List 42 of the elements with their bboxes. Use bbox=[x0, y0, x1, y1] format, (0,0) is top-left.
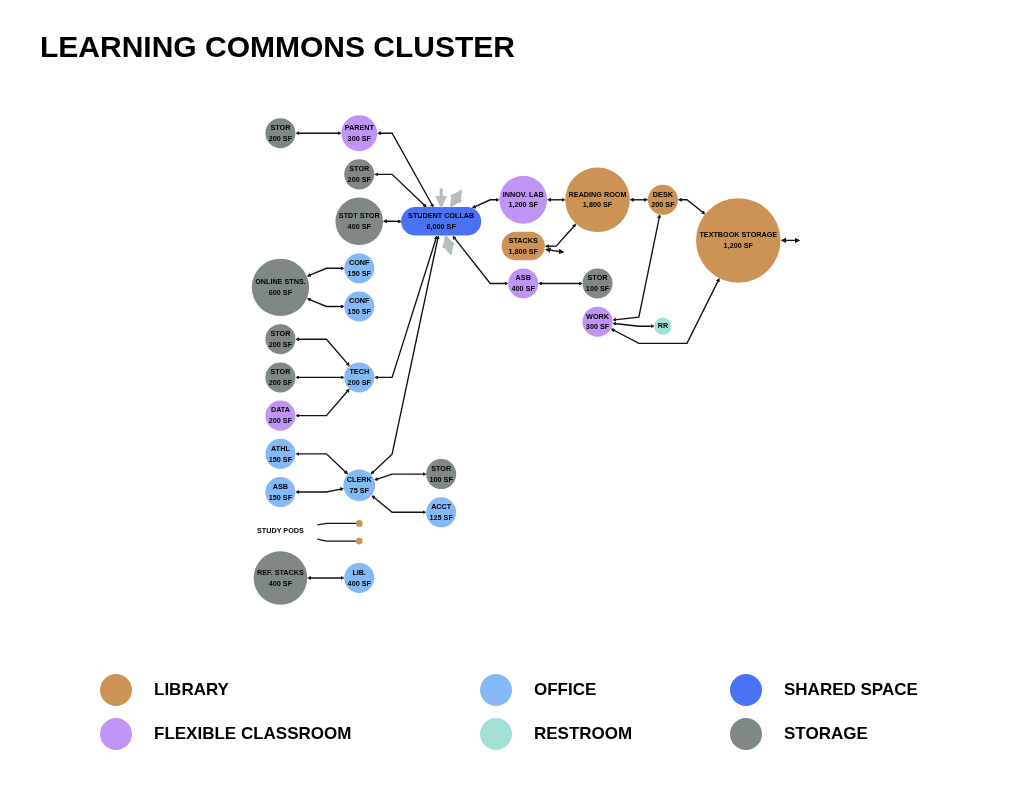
circle-node bbox=[355, 520, 363, 527]
arrow bbox=[374, 235, 438, 380]
arrow bbox=[295, 131, 342, 136]
arrow bbox=[545, 247, 565, 255]
arrow bbox=[306, 297, 345, 309]
arrow bbox=[374, 172, 427, 208]
leader-line bbox=[316, 522, 357, 526]
arrow bbox=[370, 235, 440, 475]
legend-label: SHARED SPACE bbox=[784, 680, 918, 700]
arrow bbox=[307, 576, 345, 580]
arrow bbox=[295, 451, 348, 475]
legend-label: LIBRARY bbox=[154, 680, 229, 700]
circulation-arrow bbox=[441, 234, 455, 256]
arrow bbox=[547, 197, 566, 202]
arrow bbox=[371, 495, 427, 515]
arrow bbox=[295, 337, 350, 367]
arrow bbox=[538, 281, 583, 286]
arrow bbox=[677, 197, 706, 215]
arrow bbox=[472, 197, 500, 209]
legend-label: FLEXIBLE CLASSROOM bbox=[154, 724, 352, 744]
arrow bbox=[780, 237, 801, 244]
arrow bbox=[377, 131, 434, 208]
diagram-title: LEARNING COMMONS CLUSTER bbox=[40, 30, 515, 64]
arrow bbox=[452, 235, 509, 286]
circulation-arrow bbox=[449, 189, 463, 208]
arrow bbox=[610, 278, 720, 345]
circulation-arrow bbox=[434, 188, 448, 209]
circle-node bbox=[355, 537, 363, 545]
arrow bbox=[383, 219, 402, 224]
arrow bbox=[374, 472, 427, 481]
leader-line bbox=[316, 538, 357, 542]
arrow bbox=[545, 223, 577, 249]
arrow bbox=[295, 487, 344, 494]
arrow bbox=[612, 321, 655, 329]
arrow bbox=[629, 197, 649, 202]
arrow bbox=[295, 388, 350, 418]
legend-label: RESTROOM bbox=[534, 724, 633, 744]
legend-label: STORAGE bbox=[784, 724, 868, 744]
arrow bbox=[306, 266, 345, 277]
arrow bbox=[612, 214, 662, 322]
legend-label: OFFICE bbox=[534, 680, 597, 700]
arrow bbox=[295, 375, 345, 380]
